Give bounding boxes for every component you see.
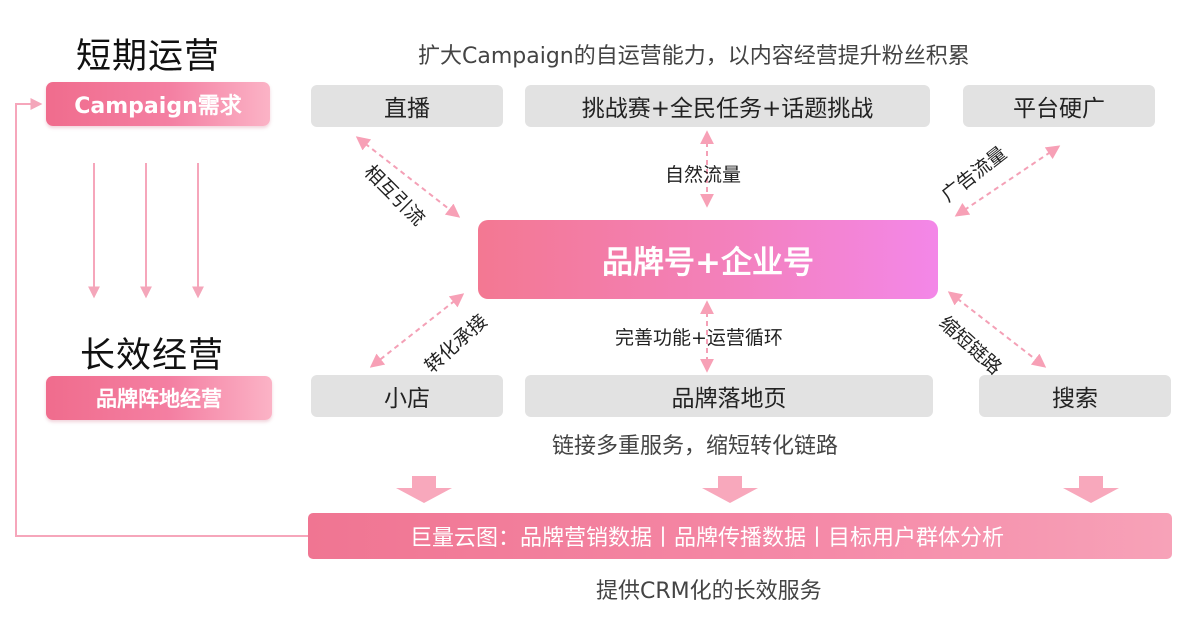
brand-base-box: 品牌阵地经营 xyxy=(46,376,272,420)
campaign-need-box: Campaign需求 xyxy=(46,82,270,126)
top-caption: 扩大Campaign的自运营能力，以内容经营提升粉丝积累 xyxy=(418,44,970,69)
block-arrow-middle xyxy=(702,476,758,503)
natural-traffic-label: 自然流量 xyxy=(665,164,742,186)
improve-functions-label: 完善功能+运营循环 xyxy=(615,327,783,349)
search-box: 搜索 xyxy=(979,375,1171,417)
platform-ads-box: 平台硬广 xyxy=(963,85,1155,127)
feedback-loop-line xyxy=(15,98,308,537)
landing-page-box: 品牌落地页 xyxy=(525,375,933,417)
long-term-title: 长效经营 xyxy=(80,336,225,376)
cloud-analytics-text: 巨量云图：品牌营销数据丨品牌传播数据丨目标用户群体分析 xyxy=(410,526,1005,551)
bottom-caption: 链接多重服务，缩短转化链路 xyxy=(552,434,839,459)
arrow-shop-center xyxy=(369,293,465,368)
block-arrow-right xyxy=(1063,476,1119,503)
short-term-title: 短期运营 xyxy=(76,37,221,77)
shop-box: 小店 xyxy=(311,375,503,417)
live-box: 直播 xyxy=(311,85,503,127)
cloud-analytics-bar: 巨量云图：品牌营销数据丨品牌传播数据丨目标用户群体分析 xyxy=(308,513,1172,559)
block-arrow-left xyxy=(396,476,452,503)
challenge-box: 挑战赛+全民任务+话题挑战 xyxy=(525,85,930,127)
arrow-search-center xyxy=(947,291,1047,368)
brand-enterprise-account-box: 品牌号+企业号 xyxy=(478,220,938,299)
footer-caption: 提供CRM化的长效服务 xyxy=(596,579,822,604)
arrow-ads-center xyxy=(954,145,1061,217)
arrow-live-center xyxy=(355,136,461,218)
